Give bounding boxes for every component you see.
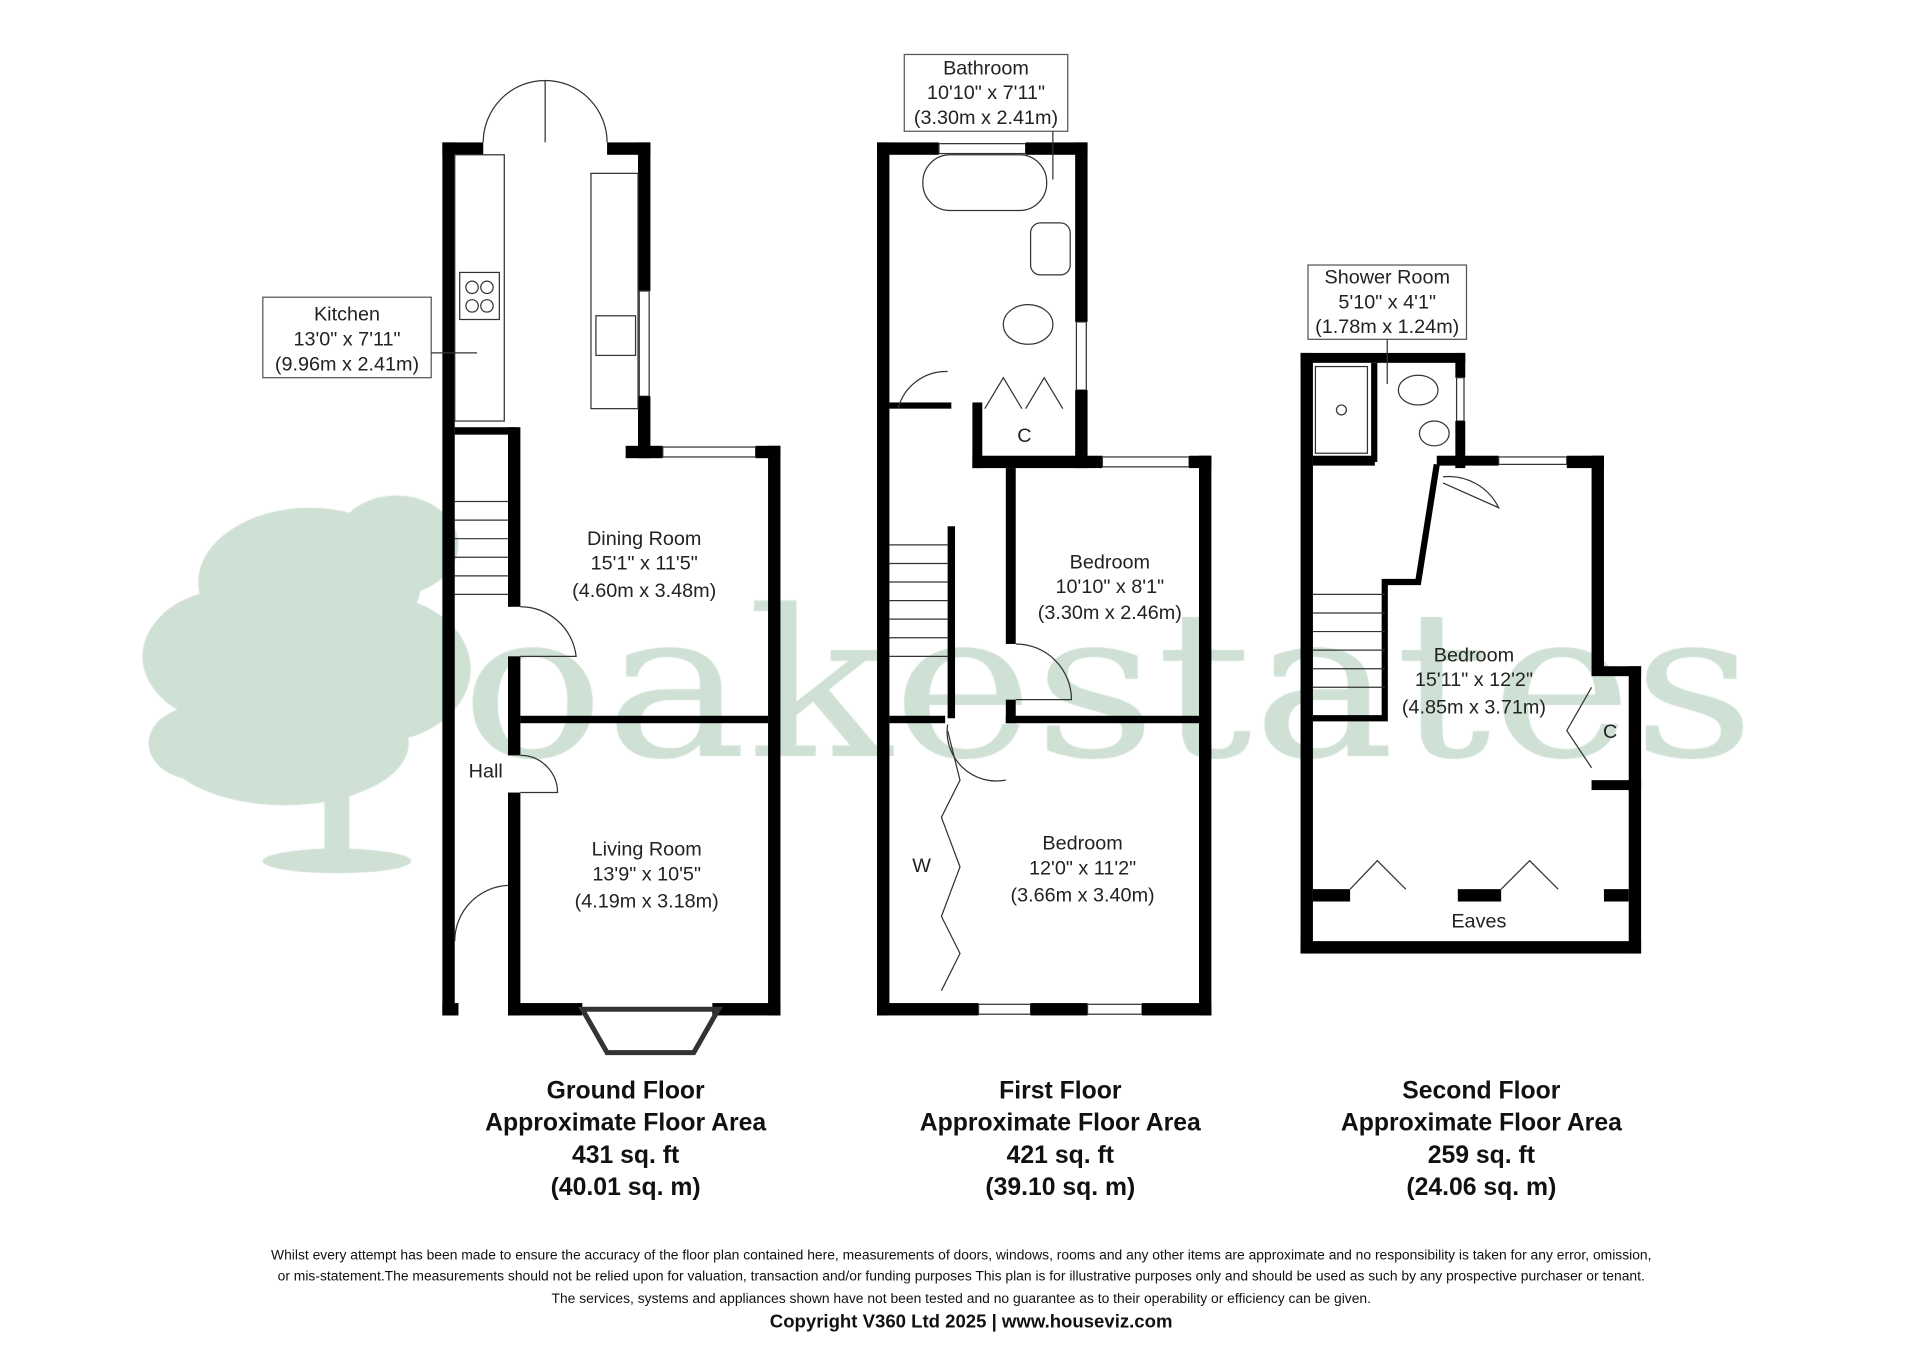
- disclaimer: Whilst every attempt has been made to en…: [271, 1246, 1651, 1305]
- svg-text:10'10" x 8'1": 10'10" x 8'1": [1056, 576, 1165, 598]
- bath-icon: [922, 154, 1048, 212]
- svg-text:(4.19m x 3.18m): (4.19m x 3.18m): [575, 891, 719, 913]
- svg-text:431 sq. ft: 431 sq. ft: [572, 1142, 679, 1169]
- svg-text:5'10" x 4'1": 5'10" x 4'1": [1338, 291, 1436, 313]
- svg-text:The services, systems and appl: The services, systems and appliances sho…: [551, 1290, 1370, 1306]
- label-bedroom-front: Bedroom 12'0" x 11'2" (3.66m x 3.40m): [1011, 833, 1155, 907]
- svg-text:Shower Room: Shower Room: [1325, 267, 1450, 289]
- label-kitchen: Kitchen 13'0" x 7'11" (9.96m x 2.41m): [262, 296, 478, 379]
- svg-text:Ground Floor: Ground Floor: [547, 1077, 705, 1104]
- copyright: Copyright V360 Ltd 2025 | www.houseviz.c…: [770, 1311, 1173, 1332]
- svg-text:Approximate Floor Area: Approximate Floor Area: [485, 1110, 766, 1137]
- svg-text:Second Floor: Second Floor: [1402, 1077, 1561, 1104]
- second-floor-plan: Shower Room 5'10" x 4'1" (1.78m x 1.24m)…: [1300, 264, 1642, 1201]
- svg-text:Bathroom: Bathroom: [943, 57, 1029, 79]
- svg-text:15'11" x 12'2": 15'11" x 12'2": [1415, 669, 1533, 691]
- basin-icon: [1029, 222, 1071, 276]
- toilet-icon: [1002, 304, 1054, 345]
- svg-text:(9.96m x 2.41m): (9.96m x 2.41m): [275, 353, 419, 375]
- label-dining-room: Dining Room 15'1" x 11'5" (4.60m x 3.48m…: [572, 528, 716, 602]
- svg-text:(39.10 sq. m): (39.10 sq. m): [985, 1174, 1135, 1201]
- svg-text:(3.30m x 2.46m): (3.30m x 2.46m): [1038, 602, 1182, 624]
- label-cupboard-loft: C: [1603, 721, 1617, 743]
- second-floor-area: Second Floor Approximate Floor Area 259 …: [1341, 1077, 1622, 1201]
- svg-text:(3.66m x 3.40m): (3.66m x 3.40m): [1011, 885, 1155, 907]
- svg-text:(40.01 sq. m): (40.01 sq. m): [551, 1174, 701, 1201]
- label-bedroom-rear: Bedroom 10'10" x 8'1" (3.30m x 2.46m): [1038, 551, 1182, 624]
- svg-text:Approximate Floor Area: Approximate Floor Area: [920, 1110, 1201, 1137]
- first-floor-area: First Floor Approximate Floor Area 421 s…: [920, 1077, 1201, 1201]
- svg-text:or mis-statement.The measureme: or mis-statement.The measurements should…: [278, 1267, 1645, 1283]
- svg-text:259 sq. ft: 259 sq. ft: [1428, 1142, 1535, 1169]
- svg-text:421 sq. ft: 421 sq. ft: [1007, 1142, 1114, 1169]
- svg-text:First Floor: First Floor: [999, 1077, 1122, 1104]
- label-shower-room: Shower Room 5'10" x 4'1" (1.78m x 1.24m): [1307, 264, 1468, 384]
- label-living-room: Living Room 13'9" x 10'5" (4.19m x 3.18m…: [575, 839, 719, 913]
- svg-text:(3.30m x 2.41m): (3.30m x 2.41m): [914, 107, 1058, 129]
- label-bathroom: Bathroom 10'10" x 7'11" (3.30m x 2.41m): [903, 53, 1069, 180]
- label-wardrobe: W: [912, 855, 931, 877]
- stairs-icon: [454, 500, 509, 596]
- svg-text:Living Room: Living Room: [592, 839, 702, 861]
- svg-text:12'0" x 11'2": 12'0" x 11'2": [1029, 857, 1136, 879]
- ground-floor-plan: Kitchen 13'0" x 7'11" (9.96m x 2.41m) Di…: [262, 79, 781, 1201]
- svg-text:(1.78m x 1.24m): (1.78m x 1.24m): [1315, 316, 1459, 338]
- svg-text:(4.60m x 3.48m): (4.60m x 3.48m): [572, 580, 716, 602]
- svg-text:13'0" x 7'11": 13'0" x 7'11": [293, 329, 400, 351]
- shower-icon: [1314, 365, 1369, 454]
- label-bedroom-loft: Bedroom 15'11" x 12'2" (4.85m x 3.71m): [1402, 644, 1546, 718]
- label-cupboard: C: [1017, 425, 1031, 447]
- svg-text:Dining Room: Dining Room: [587, 528, 701, 550]
- svg-text:10'10" x 7'11": 10'10" x 7'11": [927, 82, 1045, 104]
- svg-text:Bedroom: Bedroom: [1070, 551, 1150, 573]
- svg-text:Approximate Floor Area: Approximate Floor Area: [1341, 1110, 1622, 1137]
- sink-icon: [595, 315, 637, 357]
- svg-text:Bedroom: Bedroom: [1042, 833, 1122, 855]
- svg-text:(24.06 sq. m): (24.06 sq. m): [1406, 1174, 1556, 1201]
- label-eaves: Eaves: [1451, 911, 1506, 933]
- svg-text:13'9" x 10'5": 13'9" x 10'5": [592, 863, 701, 885]
- basin-icon: [1418, 420, 1450, 447]
- stairs-icon: [889, 544, 948, 657]
- svg-text:Kitchen: Kitchen: [314, 304, 380, 326]
- svg-text:Whilst every attempt has been: Whilst every attempt has been made to en…: [271, 1246, 1651, 1262]
- first-floor-plan: Bathroom 10'10" x 7'11" (3.30m x 2.41m) …: [877, 53, 1212, 1201]
- stairs-icon: [1312, 593, 1385, 688]
- svg-text:15'1" x 11'5": 15'1" x 11'5": [591, 553, 698, 575]
- hob-icon: [459, 271, 500, 321]
- svg-text:Bedroom: Bedroom: [1434, 644, 1514, 666]
- toilet-icon: [1397, 374, 1439, 406]
- svg-text:(4.85m x 3.71m): (4.85m x 3.71m): [1402, 696, 1546, 718]
- ground-floor-area: Ground Floor Approximate Floor Area 431 …: [485, 1077, 766, 1201]
- label-hall: Hall: [469, 761, 503, 783]
